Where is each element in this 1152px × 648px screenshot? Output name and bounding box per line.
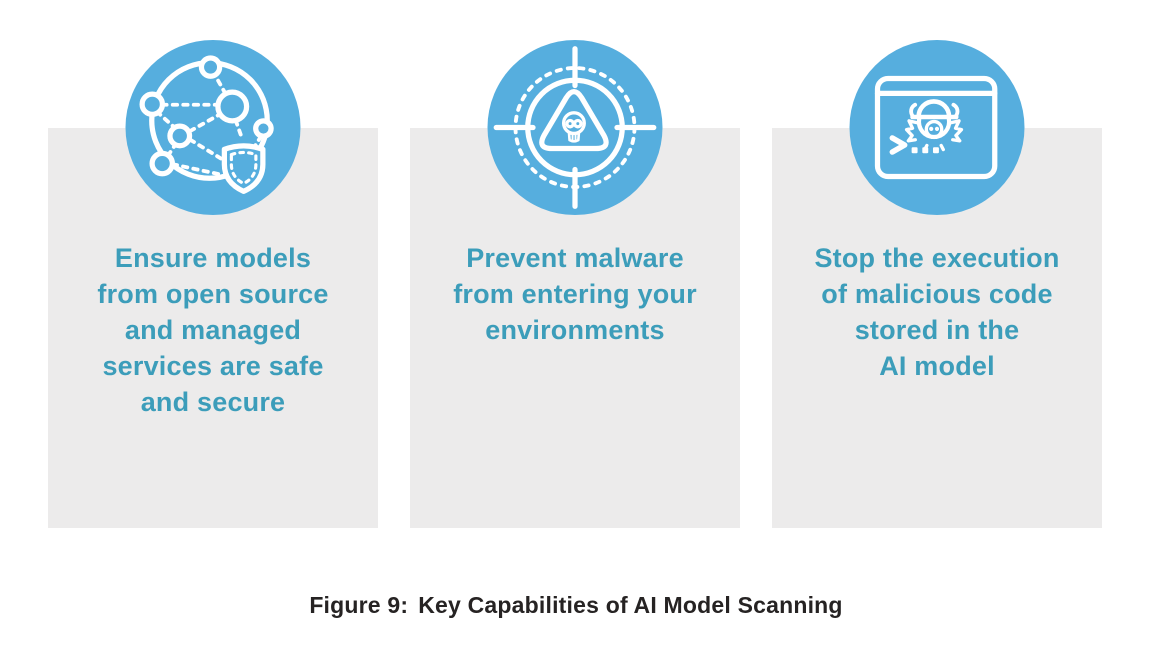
figure-caption-number: Figure 9:: [309, 592, 409, 618]
figure-caption-text: Key Capabilities of AI Model Scanning: [418, 592, 843, 618]
capability-card-malware: Prevent malware from entering your envir…: [410, 40, 740, 528]
figure-caption: Figure 9: Key Capabilities of AI Model Sc…: [0, 592, 1152, 619]
capability-cards: Ensure models from open source and manag…: [48, 40, 1102, 528]
terminal-bug-icon: [849, 40, 1025, 215]
capability-card-malicious-code: Stop the execution of malicious code sto…: [772, 40, 1102, 528]
malware-target-icon: [487, 40, 663, 215]
capability-text: Ensure models from open source and manag…: [97, 243, 329, 417]
capability-card-open-source: Ensure models from open source and manag…: [48, 40, 378, 528]
network-shield-icon: [125, 40, 301, 215]
capability-text: Stop the execution of malicious code sto…: [814, 243, 1060, 381]
capability-text: Prevent malware from entering your envir…: [453, 243, 697, 345]
